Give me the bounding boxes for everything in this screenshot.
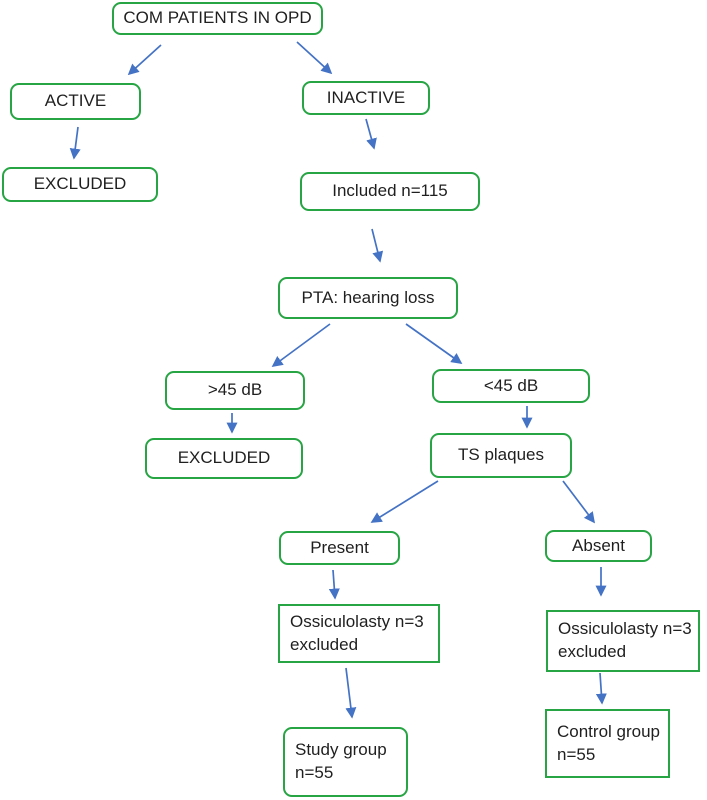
node-ts-plaques: TS plaques: [430, 433, 572, 478]
node-inactive: INACTIVE: [302, 81, 430, 115]
arrow-active-to-excluded: [69, 126, 81, 160]
arrow-com-to-active: [127, 44, 162, 76]
node-lt-45db: <45 dB: [432, 369, 590, 403]
arrow-included-to-pta: [371, 228, 384, 263]
node-study-group: Study group n=55: [283, 727, 408, 797]
node-com-patients-in-opd: COM PATIENTS IN OPD: [112, 2, 323, 35]
node-present: Present: [279, 531, 400, 565]
node-included-n115: Included n=115: [300, 172, 480, 211]
node-active: ACTIVE: [10, 83, 141, 120]
node-excluded-gt45: EXCLUDED: [145, 438, 303, 479]
node-ossiculolasty-absent: Ossiculolasty n=3 excluded: [546, 610, 700, 672]
arrow-com-to-inactive: [296, 41, 333, 75]
node-pta-hearing-loss: PTA: hearing loss: [278, 277, 458, 319]
node-control-group: Control group n=55: [545, 709, 670, 778]
arrow-present-to-ossiculolasty: [328, 569, 340, 600]
arrow-pta-to-gt45: [271, 323, 331, 367]
arrow-ts-to-absent: [562, 480, 595, 524]
arrow-ossiculolasty-to-study: [345, 667, 357, 719]
node-excluded-active: EXCLUDED: [2, 167, 158, 202]
arrow-pta-to-lt45: [405, 323, 463, 364]
node-absent: Absent: [545, 530, 652, 562]
arrow-ossiculolasty-to-control: [595, 672, 607, 705]
arrow-ts-to-present: [370, 480, 439, 523]
node-gt-45db: >45 dB: [165, 371, 305, 410]
node-ossiculolasty-present: Ossiculolasty n=3 excluded: [278, 604, 440, 663]
arrow-inactive-to-included: [365, 118, 377, 150]
